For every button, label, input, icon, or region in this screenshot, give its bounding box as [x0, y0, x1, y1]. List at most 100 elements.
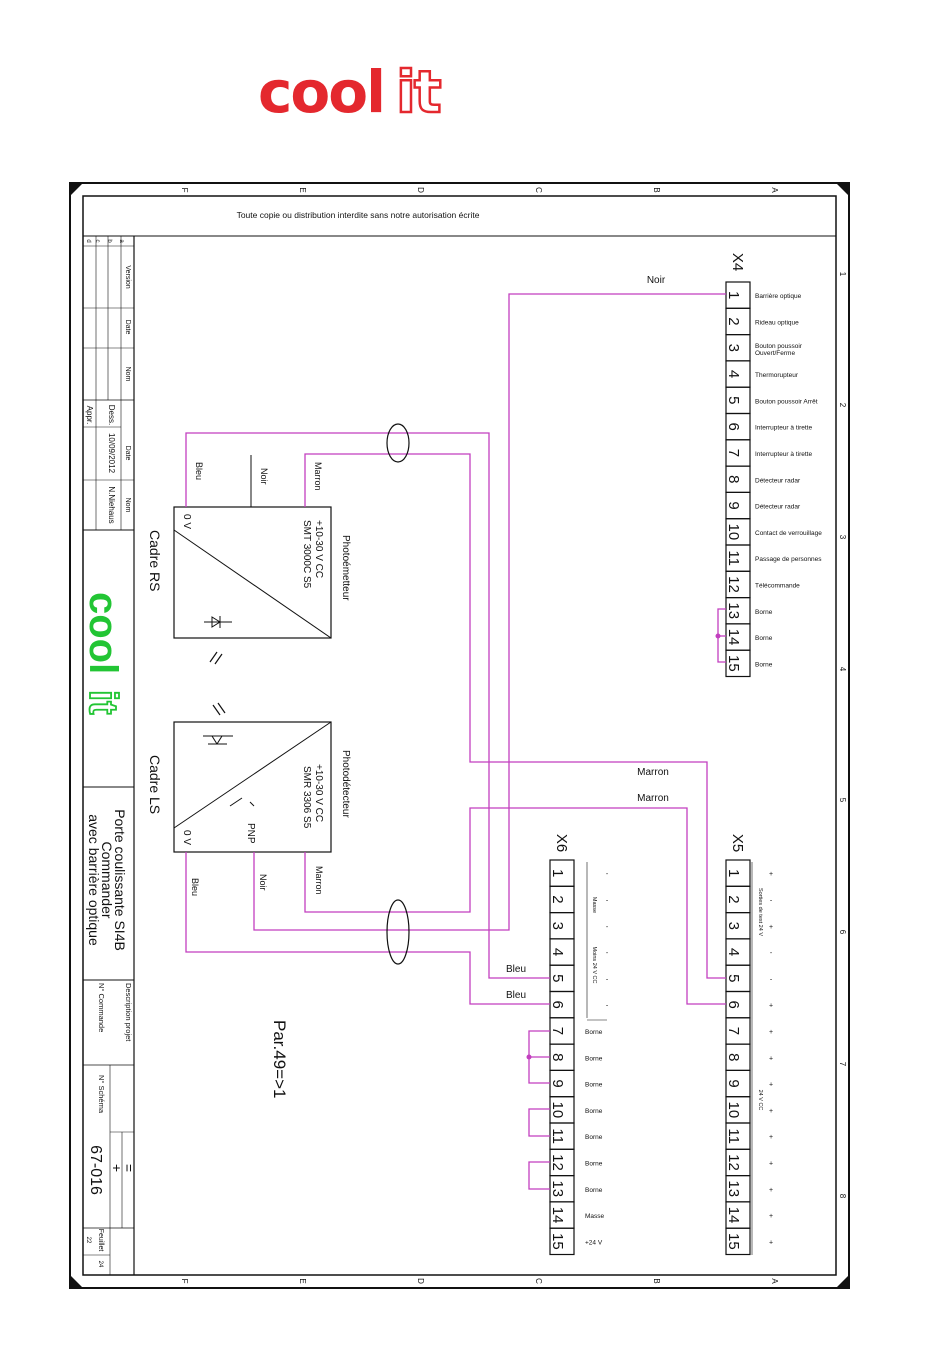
logo-word-it: it	[395, 58, 443, 126]
corner-mark	[836, 1275, 849, 1288]
detector-pnp-output-label: PNP	[245, 823, 256, 844]
terminal-function: Masse	[585, 1213, 605, 1220]
terminal-function-line2: Ouvert/Ferme	[755, 350, 795, 357]
column-marker: C	[534, 187, 543, 193]
drawn-date: 10/09/2012	[107, 433, 116, 474]
terminal-x6-label: X6	[553, 834, 570, 852]
terminal-number: 3	[725, 344, 742, 352]
terminal-polarity: -	[770, 976, 773, 983]
cable-sheath-detector	[386, 899, 410, 965]
row-marker: 1	[838, 272, 847, 277]
row-marker: 4	[838, 667, 847, 672]
terminal-number: 6	[725, 1000, 742, 1008]
drawn-by-label: Dess.	[107, 405, 116, 425]
terminal-number: 14	[725, 1207, 742, 1224]
terminal-polarity: -	[606, 871, 609, 878]
terminal-number: 3	[549, 922, 566, 930]
column-marker: B	[652, 1278, 661, 1283]
revision-letter: a	[118, 239, 124, 243]
terminal-function: Barrière optique	[755, 293, 802, 300]
approved-by-label: Appr.	[85, 406, 94, 425]
terminal-number: 5	[549, 974, 566, 982]
terminal-number: 9	[549, 1079, 566, 1087]
terminal-polarity: +	[769, 1082, 773, 1089]
detector-blue-wire-label: Bleu	[190, 878, 200, 896]
terminal-number: 1	[725, 869, 742, 877]
terminal-number: 8	[725, 475, 742, 483]
terminal-function: +24 V	[585, 1239, 603, 1246]
jumper-x6-10-11	[528, 1108, 550, 1137]
order-number-label: N° Commande	[97, 983, 106, 1032]
detector-brown-wire-label: Marron	[314, 866, 324, 895]
title-block-logo-cool: cool	[81, 592, 125, 674]
terminal-polarity: +	[769, 871, 773, 878]
terminal-number: 13	[725, 602, 742, 619]
wire-detector-blue-x6-6	[185, 852, 550, 1005]
row-marker: 2	[838, 403, 847, 408]
terminal-polarity: +	[769, 1108, 773, 1115]
column-marker: D	[416, 187, 425, 193]
junction-dot	[715, 633, 721, 639]
wire-emitter-brown-x5-5	[304, 453, 726, 979]
wire-label-blue-2: Bleu	[506, 990, 526, 1001]
column-marker: F	[180, 188, 189, 193]
junction-dot	[526, 1054, 532, 1060]
terminal-number: 4	[549, 948, 566, 956]
detector-frame-label: Cadre LS	[147, 755, 163, 814]
terminal-number: 13	[725, 1180, 742, 1197]
pnp-output-switch-icon	[229, 797, 255, 807]
detector-voltage: +10-30 V CC	[313, 764, 324, 822]
x5-test-outputs-note: Sorties de test 24 V	[757, 888, 763, 936]
terminal-function: Borne	[755, 661, 773, 668]
terminal-number: 15	[549, 1233, 566, 1250]
column-marker: B	[652, 187, 661, 192]
title-block-date-heading-2: Date	[124, 446, 131, 461]
project-description-label: Description projet	[124, 983, 133, 1042]
schema-number: 67-016	[87, 1145, 104, 1195]
detector-box	[173, 721, 332, 853]
terminal-polarity: +	[769, 1055, 773, 1062]
installation-symbol: =	[121, 1164, 137, 1172]
terminal-polarity: -	[606, 950, 609, 957]
terminal-number: 14	[725, 629, 742, 646]
column-marker: F	[180, 1279, 189, 1284]
wire-detector-brown-x5-6	[304, 807, 726, 1005]
sheet-number: 22	[85, 1237, 91, 1244]
terminal-function: Borne	[755, 609, 773, 616]
terminal-x4-label: X4	[729, 253, 746, 271]
terminal-polarity: -	[770, 950, 773, 957]
title-block-logo-it: it	[81, 690, 125, 714]
emitter-black-wire-label: Noir	[259, 468, 269, 485]
revision-letter: d	[85, 239, 91, 242]
terminal-number: 11	[549, 1128, 566, 1144]
terminal-cell	[549, 1227, 575, 1256]
terminal-polarity: +	[769, 1029, 773, 1036]
terminal-number: 8	[725, 1053, 742, 1061]
emitter-model: SMT 3000C S5	[301, 520, 312, 589]
terminal-number: 14	[549, 1207, 566, 1224]
terminal-x5-label: X5	[729, 834, 746, 852]
inner-frame	[82, 195, 837, 1276]
terminal-number: 7	[549, 1027, 566, 1035]
terminal-number: 11	[725, 1128, 742, 1144]
logo-word-cool: cool	[258, 58, 386, 126]
terminal-function: Thermorupteur	[755, 372, 799, 379]
terminal-function: Borne	[755, 635, 773, 642]
terminal-function: Borne	[585, 1160, 603, 1167]
terminal-number: 2	[725, 317, 742, 325]
terminal-number: 10	[725, 1102, 742, 1119]
terminal-polarity: +	[769, 1187, 773, 1194]
row-marker: 6	[838, 930, 847, 935]
detector-model: SMR 3306 S5	[301, 766, 312, 829]
terminal-polarity: +	[769, 1003, 773, 1010]
terminal-function: Borne	[585, 1029, 603, 1036]
terminal-number: 2	[725, 895, 742, 903]
terminal-number: 10	[725, 524, 742, 541]
detector-zero-volt: 0 V	[181, 830, 192, 845]
terminal-number: 12	[725, 1154, 742, 1171]
wire-label-brown-2: Marron	[637, 793, 669, 804]
terminal-number: 15	[725, 655, 742, 672]
